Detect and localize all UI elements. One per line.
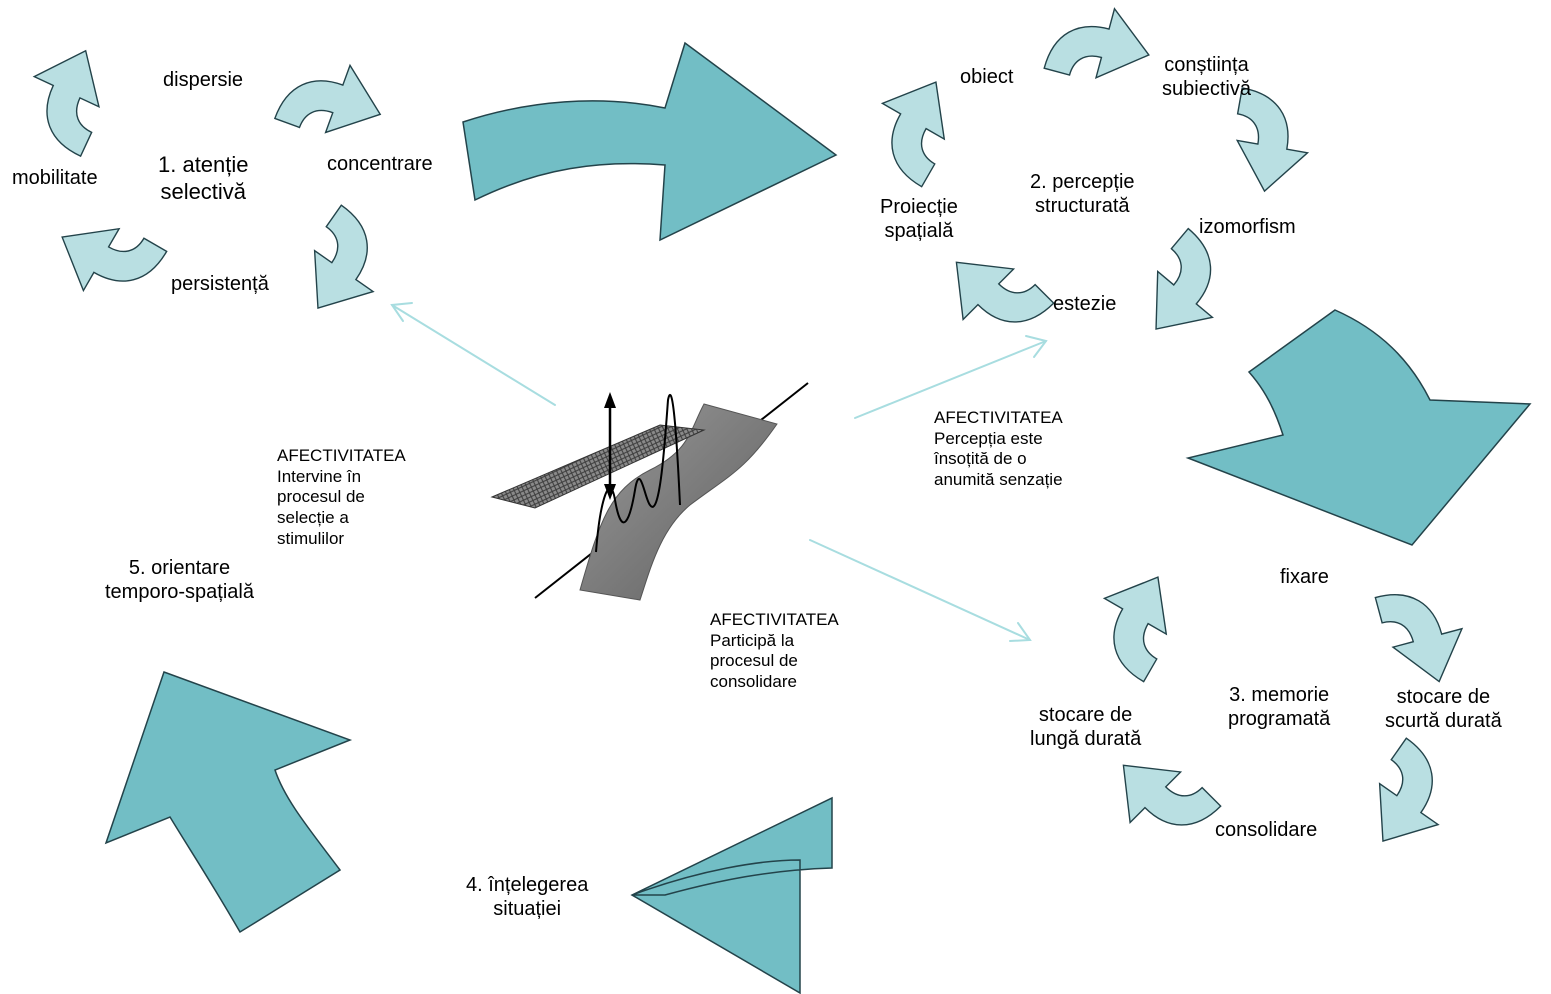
label-persistenta: persistență xyxy=(171,273,269,295)
connector-to-perception xyxy=(854,340,1047,419)
connector-to-memory xyxy=(809,539,1031,641)
big-arrow-understanding-to-orientation xyxy=(104,671,353,934)
arrow-constiinta-to-izomorfism xyxy=(1235,87,1310,193)
affect-note-left: AFECTIVITATEA Intervine în procesul de s… xyxy=(277,446,406,548)
label-estezie: estezie xyxy=(1053,293,1117,315)
arrow-fixare-to-scurta xyxy=(1374,594,1464,683)
affect-note-right: AFECTIVITATEA Percepția este însoțită de… xyxy=(934,408,1063,490)
label-stocare-lunga: stocare de lungă durată xyxy=(1030,704,1142,751)
arrow-mobilitate-to-dispersie xyxy=(32,49,100,158)
arrow-izomorfism-to-estezie xyxy=(1155,227,1214,330)
cycle2-title: 2. percepție structurată xyxy=(1030,171,1135,218)
label-mobilitate: mobilitate xyxy=(12,167,98,189)
label-obiect: obiect xyxy=(960,66,1014,88)
arrow-lunga-to-fixare xyxy=(1102,576,1168,683)
affect-note-bottom: AFECTIVITATEA Participă la procesul de c… xyxy=(710,610,839,692)
step5-label: 5. orientare temporo-spațială xyxy=(105,557,254,604)
label-fixare: fixare xyxy=(1280,566,1329,588)
cycle3-title: 3. memorie programată xyxy=(1228,684,1331,731)
connector-to-perception-head xyxy=(1025,335,1048,358)
label-stocare-scurta: stocare de scurtă durată xyxy=(1385,686,1502,733)
big-arrow-perception-to-memory xyxy=(1185,309,1532,546)
label-dispersie: dispersie xyxy=(163,69,244,91)
connector-to-attention xyxy=(391,304,556,406)
big-arrow-attention-to-perception xyxy=(462,41,838,242)
wave-surface-icon xyxy=(490,382,809,601)
big-arrow-memory-to-understanding xyxy=(630,796,833,994)
label-constiinta: conștiința subiectivă xyxy=(1162,54,1251,101)
arrow-concentrare-to-persistenta xyxy=(313,204,375,310)
label-consolidare: consolidare xyxy=(1215,819,1318,841)
label-concentrare: concentrare xyxy=(327,153,433,175)
arrow-consolidare-to-lunga xyxy=(1122,764,1222,826)
step4-label: 4. înțelegerea situației xyxy=(466,874,589,921)
label-proiectie: Proiecție spațială xyxy=(880,196,958,243)
label-izomorfism: izomorfism xyxy=(1199,216,1296,238)
connector-to-attention-head xyxy=(390,302,413,322)
arrow-proiectie-to-obiect xyxy=(880,81,946,188)
cycle1-title: 1. atenție selectivă xyxy=(158,152,249,204)
arrow-obiect-to-constiinta xyxy=(1043,7,1150,79)
connector-to-memory-head xyxy=(1009,622,1032,642)
arrow-persistenta-to-mobilitate xyxy=(61,227,168,293)
arrow-scurta-to-consolidare xyxy=(1378,737,1440,843)
arrow-estezie-to-proiectie xyxy=(955,261,1055,323)
arrow-dispersie-to-concentrare xyxy=(273,63,382,134)
